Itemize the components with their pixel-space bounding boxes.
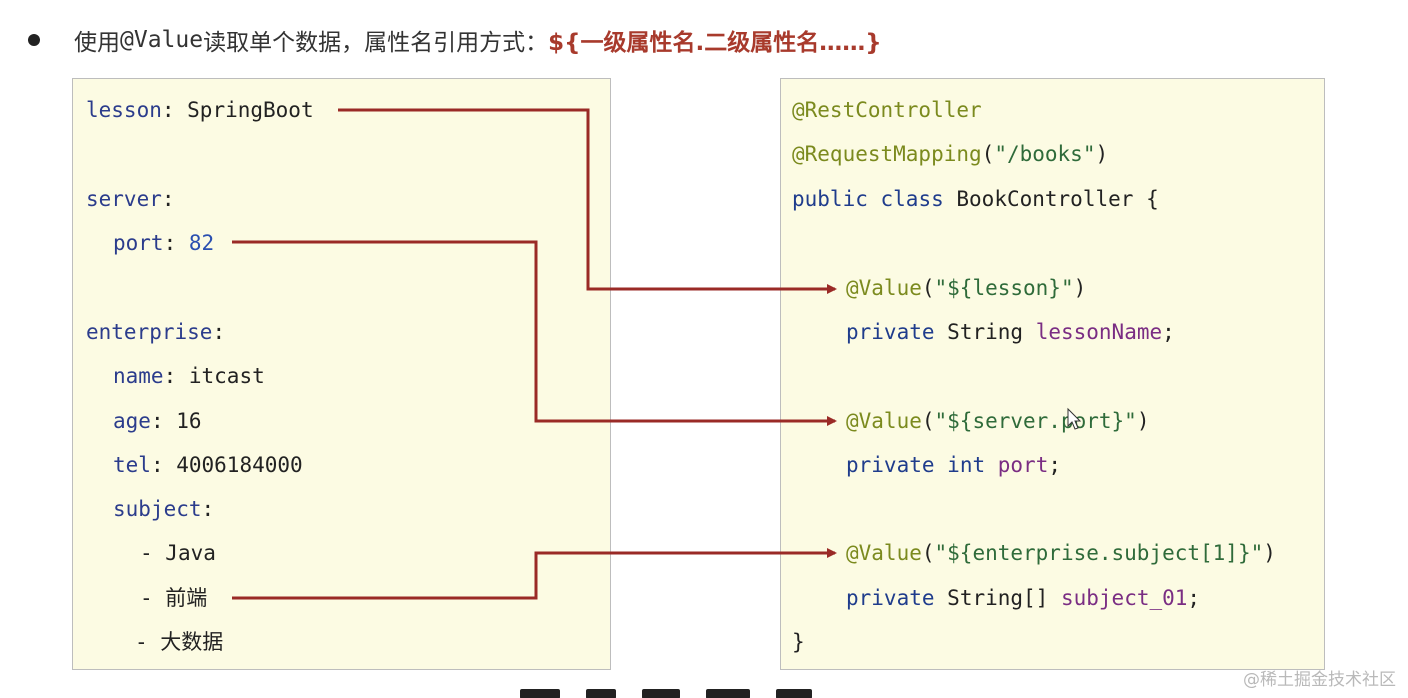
yaml-key: enterprise (86, 320, 213, 344)
yaml-value: 16 (176, 409, 202, 433)
java-line-class-decl: public class BookController { (792, 184, 1159, 214)
yaml-key: port (113, 231, 164, 255)
java-line-value-port: @Value("${server.port}") (846, 409, 1150, 433)
yaml-key: server (86, 187, 162, 211)
yaml-value: 82 (188, 231, 215, 255)
yaml-value: 4006184000 (176, 453, 303, 477)
yaml-list-value: 前端 (165, 586, 208, 610)
java-string: "${lesson}" (934, 276, 1074, 300)
yaml-key: tel (113, 453, 151, 477)
yaml-line-name: name: itcast (113, 364, 265, 388)
yaml-line-lesson: lesson: SpringBoot (86, 98, 314, 122)
java-annotation: @Value (846, 276, 922, 300)
java-field: lessonName (1035, 320, 1163, 344)
yaml-list-value: 大数据 (160, 630, 224, 654)
java-type: String[] (947, 586, 1049, 610)
java-class-name: BookController (956, 187, 1134, 211)
java-brace: } (792, 630, 805, 654)
java-annotation: @Value (846, 541, 922, 565)
yaml-value: itcast (188, 364, 265, 388)
java-panel: @RestController @RequestMapping("/books"… (780, 78, 1325, 670)
yaml-key: subject (113, 497, 202, 521)
java-line-value-subject: @Value("${enterprise.subject[1]}") (846, 541, 1276, 565)
yaml-line-enterprise: enterprise: (86, 320, 226, 344)
java-string: "${enterprise.subject[1]}" (934, 541, 1264, 565)
yaml-list-item: - 前端 (140, 586, 208, 610)
java-brace: { (1146, 187, 1159, 211)
heading-prefix: 使用 (74, 30, 120, 56)
java-annotation: @Value (846, 409, 922, 433)
java-annotation: @RestController (792, 98, 982, 122)
yaml-key: age (113, 409, 151, 433)
java-field: subject_01 (1060, 586, 1188, 610)
java-line-request-mapping: @RequestMapping("/books") (792, 142, 1109, 166)
java-line-rest-controller: @RestController (792, 95, 982, 125)
java-line-field-subject: private String[] subject_01; (846, 586, 1201, 610)
yaml-line-age: age: 16 (113, 409, 202, 433)
yaml-key: lesson (86, 98, 162, 122)
yaml-line-subject: subject: (113, 497, 215, 521)
yaml-value: SpringBoot (187, 98, 314, 122)
yaml-list-value: Java (165, 541, 216, 565)
java-line-close-brace: } (792, 627, 805, 657)
heading-code: @Value (120, 27, 204, 53)
java-line-field-port: private int port; (846, 453, 1061, 477)
java-annotation: @RequestMapping (792, 142, 982, 166)
java-keyword: public (792, 187, 868, 211)
yaml-line-port: port: 82 (113, 231, 215, 255)
java-line-value-lesson: @Value("${lesson}") (846, 276, 1087, 300)
java-line-field-lesson: private String lessonName; (846, 320, 1175, 344)
java-keyword: private (846, 453, 935, 477)
java-type: String (947, 320, 1024, 344)
yaml-list-item: - Java (140, 541, 216, 565)
yaml-list-item: - 大数据 (135, 630, 224, 654)
java-keyword: private (846, 320, 935, 344)
yaml-line-server: server: (86, 187, 175, 211)
yaml-line-tel: tel: 4006184000 (113, 453, 303, 477)
heading: 使用 @Value 读取单个数据，属性名引用方式： ${一级属性名.二级属性名…… (28, 20, 882, 60)
watermark: @稀土掘金技术社区 (1243, 670, 1396, 690)
java-field: port (997, 453, 1049, 477)
java-keyword: class (880, 187, 944, 211)
java-keyword: private (846, 586, 935, 610)
bullet-icon (28, 34, 40, 46)
heading-accent: ${一级属性名.二级属性名……} (548, 30, 882, 56)
java-string: "${server.port}" (934, 409, 1137, 433)
yaml-key: name (113, 364, 164, 388)
java-type: int (947, 453, 986, 477)
java-string: "/books" (994, 142, 1096, 166)
heading-middle: 读取单个数据，属性名引用方式： (203, 30, 549, 56)
yaml-panel: lesson: SpringBoot server: port: 82 ente… (72, 78, 611, 670)
cut-off-text (520, 684, 860, 698)
